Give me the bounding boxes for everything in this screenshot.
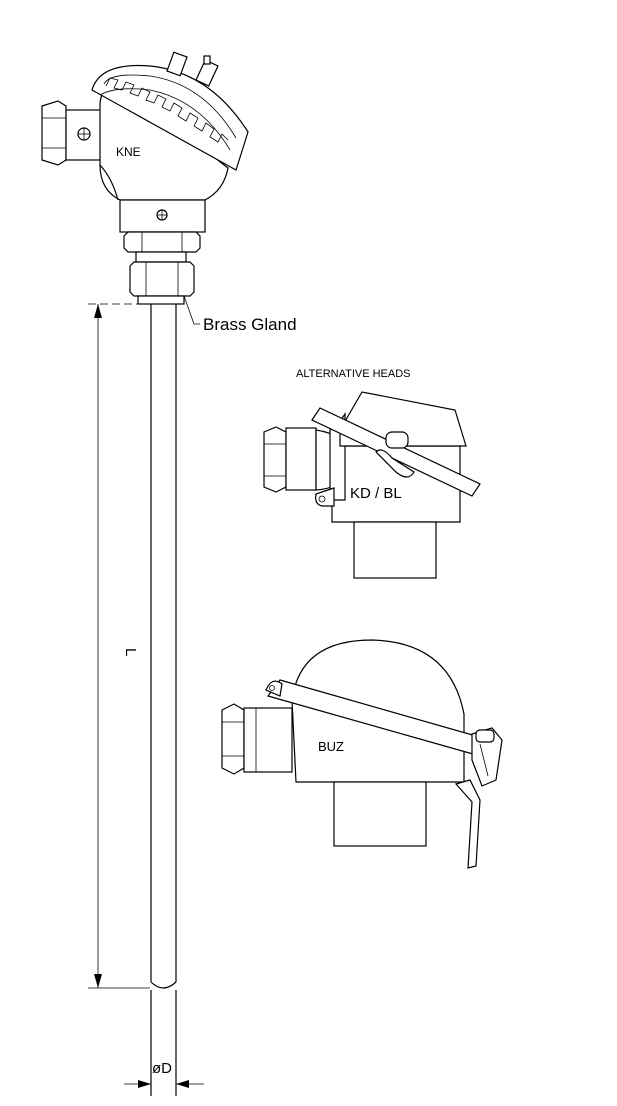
kne-upper-nut <box>123 231 201 253</box>
kne-head <box>41 51 249 305</box>
kd-bl-head <box>263 391 481 579</box>
kne-label: KNE <box>116 145 141 159</box>
kne-cable-nut <box>41 100 103 166</box>
length-symbol: L <box>122 648 139 656</box>
length-dimension <box>88 303 150 989</box>
buz-label: BUZ <box>318 739 344 754</box>
brass-gland-leader <box>183 295 200 325</box>
kne-screw-icon <box>77 127 91 141</box>
diameter-symbol: øD <box>152 1060 172 1077</box>
probe-sheath <box>150 304 177 1096</box>
kne-neck-screw-icon <box>156 209 168 221</box>
diameter-dimension <box>124 1080 204 1088</box>
brass-gland <box>129 251 195 305</box>
kd-bl-label: KD / BL <box>350 485 402 502</box>
brass-gland-label: Brass Gland <box>203 315 297 334</box>
buz-head <box>221 639 503 869</box>
alternative-heads-title: ALTERNATIVE HEADS <box>296 368 411 380</box>
